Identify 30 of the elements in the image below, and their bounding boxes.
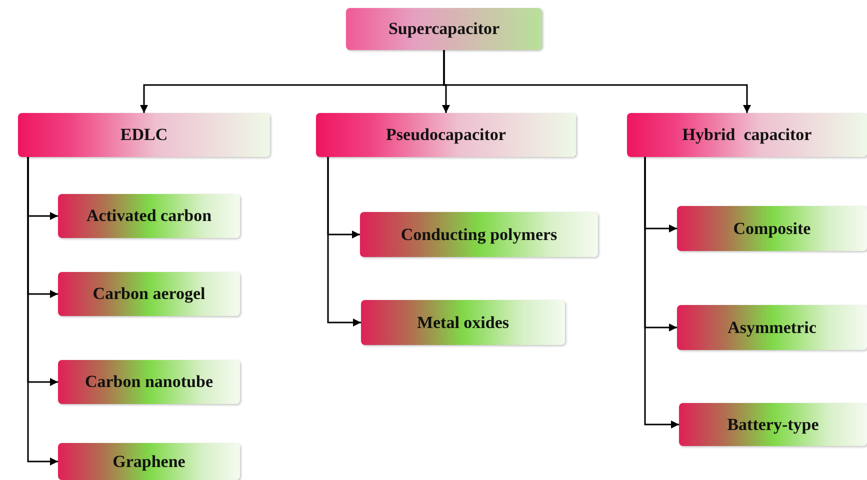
category-box xyxy=(361,300,565,345)
arrow xyxy=(27,157,58,466)
arrow xyxy=(644,157,679,428)
category-box xyxy=(627,113,867,157)
arrow xyxy=(443,50,751,113)
node-label: Graphene xyxy=(112,452,186,472)
node-label: Composite xyxy=(733,218,811,238)
node-label: Carbon aerogel xyxy=(92,284,206,304)
category-box xyxy=(58,360,240,404)
node-label: Battery-type xyxy=(727,414,819,434)
category-box xyxy=(58,272,240,316)
node-label: Supercapacitor xyxy=(388,19,500,39)
node-label: Hybrid capacitor xyxy=(682,125,812,145)
node-label: Pseudocapacitor xyxy=(386,125,506,145)
category-box xyxy=(58,443,240,480)
category-box xyxy=(58,194,240,238)
node-label: Metal oxides xyxy=(416,312,510,332)
category-box xyxy=(18,113,270,157)
node-label: Conducting polymers xyxy=(400,224,558,244)
node-label: Activated carbon xyxy=(86,206,212,226)
category-box xyxy=(677,206,867,251)
category-box xyxy=(679,403,867,446)
category-box xyxy=(677,305,867,350)
node-label: Asymmetric xyxy=(728,318,816,338)
arrow xyxy=(327,157,361,326)
category-box xyxy=(360,212,598,257)
node-label: EDLC xyxy=(120,125,168,145)
category-box xyxy=(316,113,576,157)
category-box xyxy=(346,8,542,50)
node-label: Carbon nanotube xyxy=(84,372,213,392)
